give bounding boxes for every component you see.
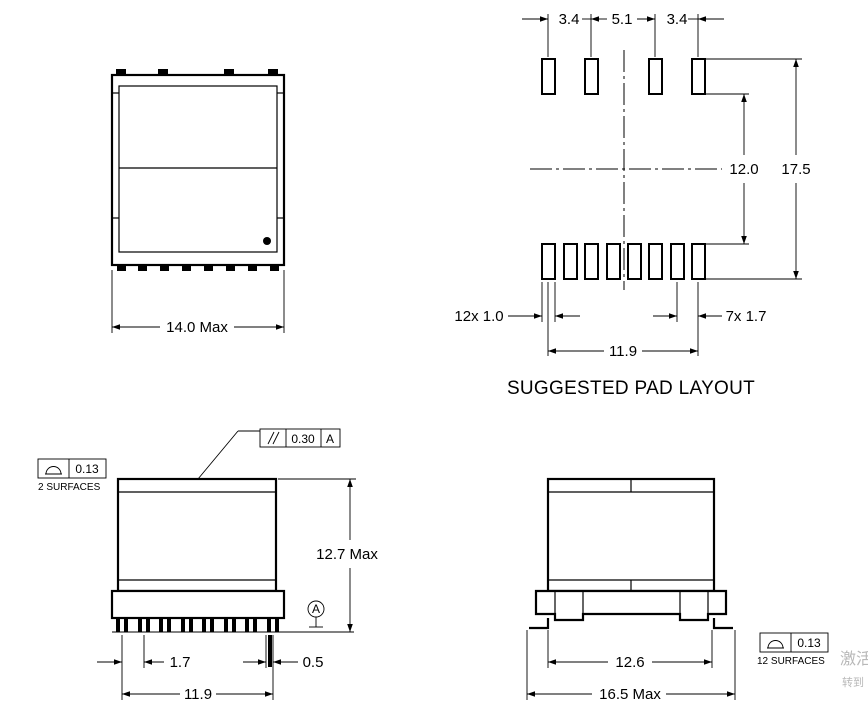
side-view-core — [116, 477, 278, 593]
parallelism-value: 0.30 — [291, 432, 315, 446]
pad-layout: 3.4 5.1 3.4 12.0 17.5 12x 1.0 7x 1.7 11.… — [454, 11, 810, 399]
pad — [691, 243, 706, 280]
watermark-line1: 激活 — [840, 649, 868, 668]
pad-row-spacing: 12.0 — [729, 161, 758, 178]
side-pitch-dimension: 1.7 — [170, 654, 191, 671]
pad — [648, 58, 663, 95]
parallelism-icon — [267, 431, 275, 445]
side-view-base — [110, 589, 286, 620]
pad-row-span: 11.9 — [609, 343, 637, 360]
end-inner-dimension: 12.6 — [615, 654, 644, 671]
side-span-dimension: 11.9 — [184, 686, 212, 703]
end-flatness-value: 0.13 — [797, 636, 821, 650]
pin1-indicator — [263, 237, 271, 245]
pad-width-note: 12x 1.0 — [454, 308, 503, 325]
parallelism-datum: A — [326, 432, 334, 446]
pad-pitch-note: 7x 1.7 — [726, 308, 767, 325]
end-flatness-note: 12 SURFACES — [757, 656, 825, 667]
top-width-dimension: 14.0 Max — [166, 319, 228, 336]
end-view-core — [546, 477, 716, 593]
end-view-lead-left — [529, 618, 550, 630]
top-view: 14.0 Max — [110, 69, 286, 336]
lead-width-dimension: 0.5 — [303, 654, 324, 671]
end-view-base — [534, 589, 728, 622]
pad — [584, 58, 599, 95]
pad — [563, 243, 578, 280]
flatness-frame — [37, 458, 107, 479]
top-view-core — [118, 85, 278, 253]
side-view: 0.30 A 0.13 2 SURFACES 12.7 Max A 1.7 0.… — [37, 428, 378, 703]
datum-a-label: A — [312, 602, 320, 616]
pad-layout-title: SUGGESTED PAD LAYOUT — [507, 378, 755, 399]
pad — [541, 243, 556, 280]
end-view-lead-right — [712, 618, 733, 630]
end-flatness-frame — [759, 632, 829, 653]
pad — [541, 58, 556, 95]
pad — [606, 243, 621, 280]
end-flatness-icon — [767, 640, 784, 649]
end-view: 0.13 12 SURFACES 12.6 16.5 Max — [526, 477, 829, 703]
pad — [691, 58, 706, 95]
pad-pitch-right: 3.4 — [667, 11, 688, 28]
pad-pitch-center: 5.1 — [612, 11, 633, 28]
parallelism-frame — [259, 428, 341, 448]
flatness-note: 2 SURFACES — [38, 482, 101, 493]
flatness-icon — [45, 466, 62, 475]
pad — [584, 243, 599, 280]
side-view-leads — [116, 618, 279, 632]
pad-pitch-left: 3.4 — [559, 11, 580, 28]
pad-overall-height: 17.5 — [781, 161, 810, 178]
top-view-outline — [110, 73, 286, 267]
flatness-value: 0.13 — [75, 462, 99, 476]
side-height-dimension: 12.7 Max — [316, 546, 378, 563]
pad — [670, 243, 685, 280]
pad — [627, 243, 642, 280]
end-overall-dimension: 16.5 Max — [599, 686, 661, 703]
watermark-line2: 转到 — [842, 675, 864, 689]
pad — [648, 243, 663, 280]
